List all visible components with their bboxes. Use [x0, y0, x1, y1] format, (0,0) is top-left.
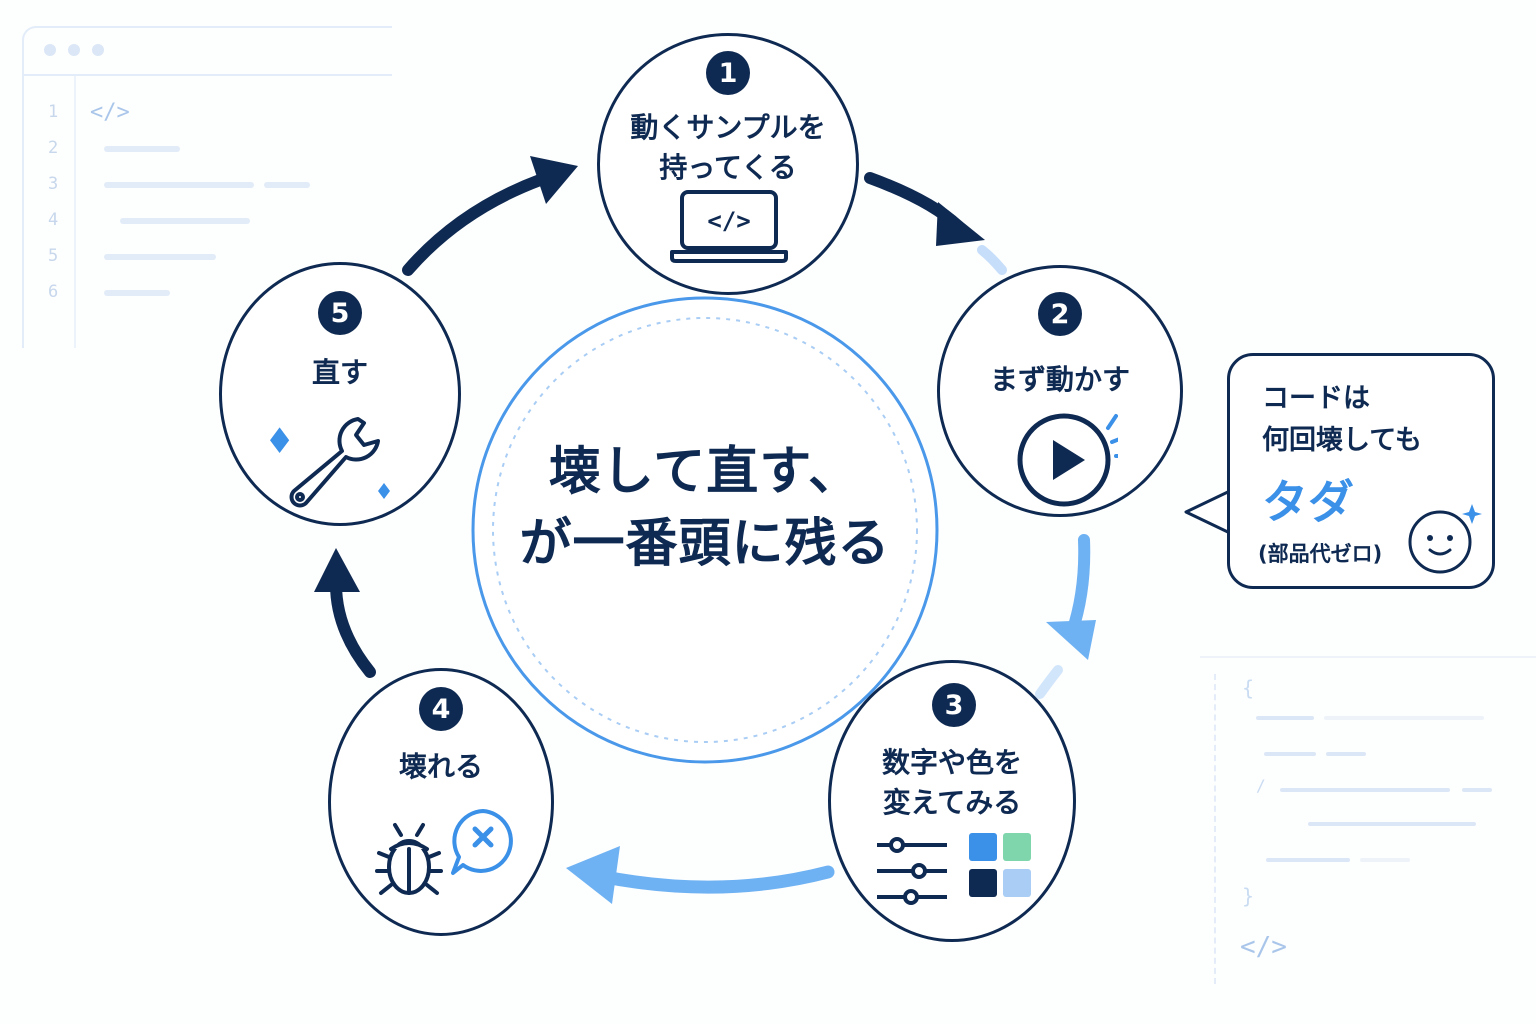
step-label-line: 数字や色を [881, 746, 1022, 779]
window-dot [92, 44, 104, 56]
code-line-deco [120, 218, 250, 224]
step-5-node: 5 直す [219, 262, 461, 526]
background-code-editor: 1 2 3 4 5 6 </> [22, 26, 392, 348]
step-1-node: 1 動くサンプルを 持ってくる </> [597, 33, 859, 295]
center-message: 壊して直す、 が一番頭に残る [500, 436, 910, 580]
center-ring [471, 296, 939, 764]
center-ring-dashed [492, 317, 918, 743]
arrow-tail-fade [1035, 665, 1063, 699]
editor-title-bar-line [24, 74, 392, 76]
smiley-face-icon [1408, 504, 1482, 574]
arrow-head [1046, 620, 1096, 660]
step-label: まず動かす [989, 363, 1130, 396]
step-label: 直す [311, 356, 368, 389]
code-line-deco [1324, 716, 1484, 720]
slash-deco: / [1256, 776, 1266, 795]
code-line-deco [1326, 752, 1366, 756]
window-dot [44, 44, 56, 56]
code-line-deco [1462, 788, 1492, 792]
step-2-node: 2 まず動かす [937, 265, 1183, 517]
line-number: 1 [48, 102, 59, 122]
code-line-deco [264, 182, 310, 188]
line-number: 6 [48, 282, 59, 302]
step-badge: 2 [1038, 292, 1082, 336]
step-label-line: 持ってくる [659, 151, 797, 184]
editor-gutter [74, 76, 76, 348]
arrow-4-to-5 [330, 578, 376, 678]
code-line-deco [104, 146, 180, 152]
step-label: 数字や色を 変えてみる [831, 743, 1073, 823]
step-label-line: 変えてみる [882, 786, 1022, 819]
line-number: 2 [48, 138, 59, 158]
code-line-deco [1280, 788, 1450, 792]
step-3-node: 3 数字や色を 変えてみる [828, 660, 1076, 942]
step-badge: 5 [318, 291, 362, 335]
arrow-head [566, 846, 620, 904]
code-line-deco [104, 182, 254, 188]
step-label: 動くサンプルを 持ってくる [600, 108, 856, 188]
center-line-2: が一番頭に残る [519, 514, 891, 574]
code-line-deco [1308, 822, 1476, 826]
code-symbol: </> [707, 207, 750, 235]
line-number: 5 [48, 246, 59, 266]
line-number: 3 [48, 174, 59, 194]
speech-bubble: コードは 何回壊しても タダ (部品代ゼロ) [1227, 353, 1495, 589]
code-line-deco [1264, 752, 1316, 756]
bubble-note: (部品代ゼロ) [1258, 542, 1383, 566]
arrow-head [530, 156, 578, 204]
bug-error-icon [375, 809, 513, 895]
step-badge: 1 [706, 51, 750, 95]
sliders-and-swatches-icon [877, 833, 1031, 905]
step-label-line: 動くサンプルを [630, 111, 826, 144]
laptop-code-icon: </> [670, 190, 788, 263]
bubble-text: コードは 何回壊しても [1262, 378, 1422, 462]
arrow-5-to-1 [402, 174, 546, 276]
wrench-sparkle-icon [270, 417, 390, 508]
arrow-2-to-3 [1066, 534, 1091, 638]
background-code-editor-2: { / } </> [1200, 656, 1536, 988]
play-icon [1017, 413, 1118, 507]
code-line-deco [104, 290, 170, 296]
arrow-head [936, 202, 985, 246]
bubble-line: 何回壊しても [1262, 425, 1422, 456]
step-4-node: 4 壊れる [328, 668, 554, 936]
step-badge: 3 [932, 683, 976, 727]
bubble-highlight: タダ [1262, 475, 1354, 529]
code-tag-deco: </> [90, 100, 130, 125]
code-line-deco [1266, 858, 1350, 862]
step-label: 壊れる [398, 750, 483, 783]
code-line-deco [1256, 716, 1314, 720]
step-badge: 4 [419, 687, 463, 731]
bubble-line: コードは [1262, 383, 1370, 414]
bubble-tail [1184, 488, 1234, 536]
brace-deco: { [1242, 676, 1255, 700]
brace-deco: } [1242, 884, 1255, 908]
code-tag-deco: </> [1240, 932, 1287, 962]
window-dot [68, 44, 80, 56]
code-line-deco [104, 254, 216, 260]
code-line-deco [1360, 858, 1410, 862]
line-number: 4 [48, 210, 59, 230]
arrow-head [314, 548, 360, 592]
editor-gutter [1214, 674, 1216, 984]
arrow-tail-fade [977, 245, 1007, 275]
arrow-3-to-4 [593, 865, 835, 894]
center-line-1: 壊して直す、 [548, 442, 862, 502]
